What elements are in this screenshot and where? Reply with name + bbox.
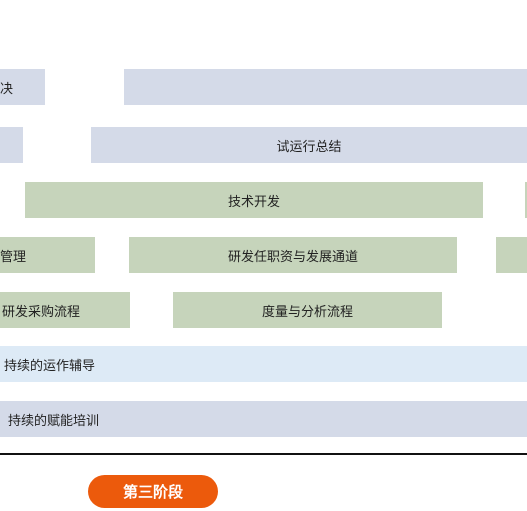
bar-r1-left: 决 — [0, 69, 45, 105]
bar-r2-left — [0, 127, 23, 163]
bar-r4-left: 管理 — [0, 237, 95, 273]
stage-label: 第三阶段 — [88, 475, 218, 508]
timeline-divider — [0, 453, 527, 455]
bar-r3-main: 技术开发 — [25, 182, 483, 218]
bar-r1-right — [124, 69, 527, 105]
bar-r7: 持续的赋能培训 — [0, 401, 527, 437]
bar-r2-right: 试运行总结 — [91, 127, 527, 163]
bar-r5-mid: 度量与分析流程 — [173, 292, 442, 328]
bar-r5-left: 研发采购流程 — [0, 292, 130, 328]
bar-r4-mid: 研发任职资与发展通道 — [129, 237, 457, 273]
bar-r6: 持续的运作辅导 — [0, 346, 527, 382]
bar-r4-right — [496, 237, 527, 273]
bar-r3-right — [525, 182, 527, 218]
